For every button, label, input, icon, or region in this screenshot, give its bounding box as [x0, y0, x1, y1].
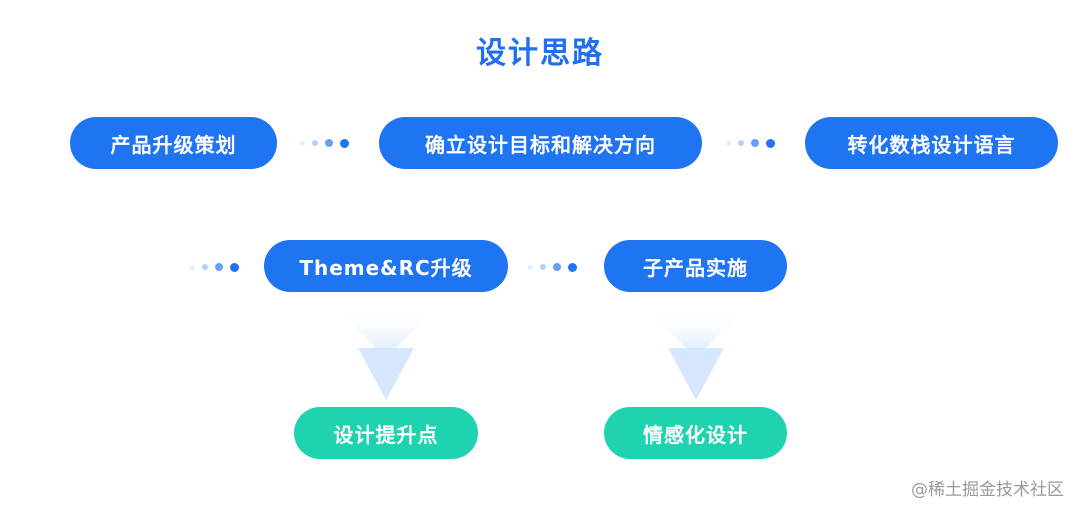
connector-dot [325, 139, 333, 147]
connector-dot [726, 140, 731, 146]
connector-dot [230, 262, 239, 272]
connector-dot [202, 264, 208, 270]
down-arrow-icon [648, 310, 744, 400]
connector-dot [568, 262, 577, 272]
connector-dots-2 [726, 137, 775, 149]
connector-dot [215, 263, 223, 271]
node-design-language: 转化数栈设计语言 [805, 117, 1058, 169]
node-subproduct-implementation: 子产品实施 [604, 240, 787, 292]
connector-dot [751, 139, 759, 147]
connector-dots-1 [300, 137, 349, 149]
connector-dot [528, 264, 533, 270]
node-theme-rc-upgrade: Theme&RC升级 [264, 240, 508, 292]
node-product-upgrade-plan: 产品升级策划 [70, 117, 277, 169]
connector-dots-4 [528, 261, 577, 273]
down-arrow-icon [338, 310, 434, 400]
node-design-improvement: 设计提升点 [294, 407, 478, 459]
connector-dot [190, 264, 195, 270]
connector-dot [553, 263, 561, 271]
connector-dot [300, 140, 305, 146]
watermark: @稀土掘金技术社区 [911, 480, 1064, 500]
diagram-title: 设计思路 [476, 36, 604, 71]
connector-dot [766, 138, 775, 148]
node-emotional-design: 情感化设计 [604, 407, 787, 459]
connector-dot [312, 140, 318, 146]
connector-dots-3 [190, 261, 239, 273]
connector-dot [540, 264, 546, 270]
connector-dot [340, 138, 349, 148]
connector-dot [738, 140, 744, 146]
node-design-goals: 确立设计目标和解决方向 [379, 117, 702, 169]
